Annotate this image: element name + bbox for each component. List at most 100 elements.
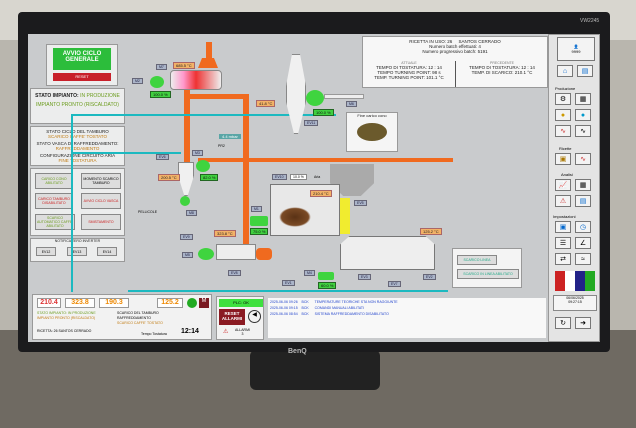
analysis-machine-icon[interactable]: ▦ [575, 179, 591, 191]
logout-icon[interactable]: ➜ [575, 317, 591, 329]
air-label: Aria [314, 175, 321, 179]
chimney-icon [198, 58, 218, 68]
tag-m1[interactable]: M1 [251, 206, 262, 212]
tag-m2[interactable]: M2 [132, 78, 143, 84]
recipe-label: RICETTA IN USO: [409, 39, 446, 44]
log-row: 2025-06-06 08:54 BCK SISTEMA RAFFREDDAME… [270, 312, 389, 316]
sidebar: 👤9999 ⌂ ▤ Produzione ⚙ ▦ ● ● ∿ ∿ Ricette… [548, 34, 600, 342]
tag-ev5[interactable]: EV5 [354, 200, 367, 206]
recipe-curve-icon[interactable]: ∿ [575, 153, 591, 165]
cyclone-icon [286, 54, 306, 134]
tag-ev2[interactable]: EV2 [423, 274, 436, 280]
inverter-ev12-button[interactable]: EV12 [36, 247, 56, 256]
previous-unload-temp: TEMP. DI SCARICO: 210.1 °C [471, 70, 533, 75]
tag-ev6[interactable]: EV6 [156, 154, 169, 160]
hopper-label: Fine carico cono [357, 113, 387, 118]
reset-button[interactable]: RESET [53, 73, 111, 81]
home-icon[interactable]: ⌂ [557, 65, 573, 77]
machine-icon[interactable]: ▦ [575, 93, 591, 105]
user-id: 9999 [571, 49, 581, 54]
mute-icon[interactable]: ◀ [248, 310, 261, 323]
tag-ev7[interactable]: EV7 [388, 281, 401, 287]
hot-air-pipe-v [243, 94, 249, 244]
monitor-stand [250, 350, 380, 390]
cycle-state-panel: STATO CICLO DEL TAMBURO SCARICO CAFFE' T… [30, 126, 125, 166]
command-buttons-panel: CARICO CONO ABILITATO MOMENTO SCARICO TA… [30, 168, 125, 236]
report-icon[interactable]: ▤ [575, 195, 591, 207]
roast-icon[interactable]: ● [555, 109, 571, 121]
tag-m8[interactable]: M8 [186, 210, 197, 216]
alarm-log-icon[interactable]: ⚠ [555, 195, 571, 207]
tag-m3[interactable]: M3 [192, 150, 203, 156]
user-button[interactable]: 👤9999 [557, 37, 595, 61]
pellicole-motor-icon [180, 196, 190, 206]
value-drum: 210.4 [37, 298, 61, 308]
tag-m6[interactable]: M6 [346, 101, 357, 107]
drum-load-button[interactable]: CARICO TAMBURO DISABILITATO [35, 193, 73, 209]
recipe-book-icon[interactable]: ▣ [555, 153, 571, 165]
overview-icon[interactable]: ▤ [577, 65, 593, 77]
cyclone-fan-icon [306, 90, 324, 106]
exhaust-duct [324, 94, 364, 99]
cyclone2-fan-pct: 82.0 % [200, 174, 219, 181]
unload-line-button[interactable]: SCARICO LINEA [457, 255, 497, 265]
air-label: CONFIGURAZIONE CIRCUITO ARIA [39, 153, 116, 158]
settings-icon[interactable]: ▣ [555, 221, 571, 233]
start-tank-cycle-button[interactable]: AVVIO CICLO VASCA [81, 193, 121, 209]
tag-ev1[interactable]: EV1 [282, 280, 295, 286]
sorting-button[interactable]: SMISTAMENTO [81, 214, 121, 230]
hopper-panel: Fine carico cono [346, 112, 398, 152]
language-flags-icon[interactable] [555, 271, 595, 291]
value-cooling: 125.2 [157, 298, 183, 308]
recipe-name: SANTOS CERRADO [458, 39, 501, 44]
tag-m7[interactable]: M7 [156, 64, 167, 70]
manual-icon[interactable]: M [199, 298, 209, 308]
current-roast-time: TEMPO DI TOSTATURA: 12 : 14 [376, 65, 442, 70]
clock-icon[interactable]: ◷ [575, 221, 591, 233]
tag-ev11[interactable]: EV11 [304, 120, 319, 126]
drum-state: SCARICO CAFFE' TOSTATO [48, 134, 107, 139]
plant-state-label: STATO IMPIANTO: [35, 93, 79, 99]
inverter-panel: NOTIFICA ZERO INVERTER EV12 EV13 EV14 [30, 238, 125, 262]
air-state: FINE TOSTATURA [58, 158, 97, 163]
time: 09:27:15 [568, 300, 582, 304]
inline-unload-button[interactable]: SCARICO IN LINEA ABILITATO [457, 269, 519, 279]
tag-ev3[interactable]: EV3 [358, 274, 371, 280]
cone-load-button[interactable]: CARICO CONO ABILITATO [35, 173, 73, 189]
previous-title: PRECEDENTE [490, 61, 514, 65]
signal-icon[interactable]: ≈ [575, 253, 591, 265]
refresh-icon[interactable]: ↻ [555, 317, 571, 329]
reset-alarms-button[interactable]: RESET ALLARMI [219, 309, 245, 325]
inverter-ev14-button[interactable]: EV14 [97, 247, 117, 256]
trend-icon[interactable]: ∿ [575, 125, 591, 137]
exhaust-pipe [206, 42, 212, 64]
tag-ev8[interactable]: EV8 [228, 270, 241, 276]
calibration-icon[interactable]: ∠ [575, 237, 591, 249]
monitor-model: VW2245 [580, 18, 600, 24]
section-impostazioni: Impostazioni [553, 214, 576, 219]
network-icon[interactable]: ⇄ [555, 253, 571, 265]
tag-ev9[interactable]: EV9 [180, 234, 193, 240]
cyclone-temp: 41.8 °C [256, 100, 276, 107]
tag-m5[interactable]: M5 [182, 252, 193, 258]
inverter-ev13-button[interactable]: EV13 [67, 247, 87, 256]
monitor-brand: BenQ [288, 348, 307, 355]
cooling-icon[interactable]: ● [575, 109, 591, 121]
alarms-count: 3 [241, 332, 244, 336]
cooling-pipe-v [71, 114, 73, 292]
curve-icon[interactable]: ∿ [555, 125, 571, 137]
recipe-number: 26 [447, 39, 453, 44]
cooling-fan-icon [318, 272, 334, 280]
drum-unload-button[interactable]: MOMENTO SCARICO TAMBURO [81, 173, 121, 189]
sliders-icon[interactable]: ☰ [555, 237, 571, 249]
tag-m4[interactable]: M4 [304, 270, 315, 276]
hmi-screen: AVVIO CICLO GENERALE RESET STATO IMPIANT… [28, 34, 600, 342]
analysis-chart-icon[interactable]: 📈 [555, 179, 571, 191]
start-cycle-button[interactable]: AVVIO CICLO GENERALE [53, 48, 111, 70]
gear-icon[interactable]: ⚙ [555, 93, 571, 105]
alarm-icon: ⚠ [223, 329, 229, 335]
auto-unload-button[interactable]: SCARICO AUTOMATICO CAFFE' ABILITATO [35, 214, 75, 230]
cooling-pipe-bottom [128, 290, 448, 292]
tag-ev10[interactable]: EV10 [272, 174, 287, 180]
